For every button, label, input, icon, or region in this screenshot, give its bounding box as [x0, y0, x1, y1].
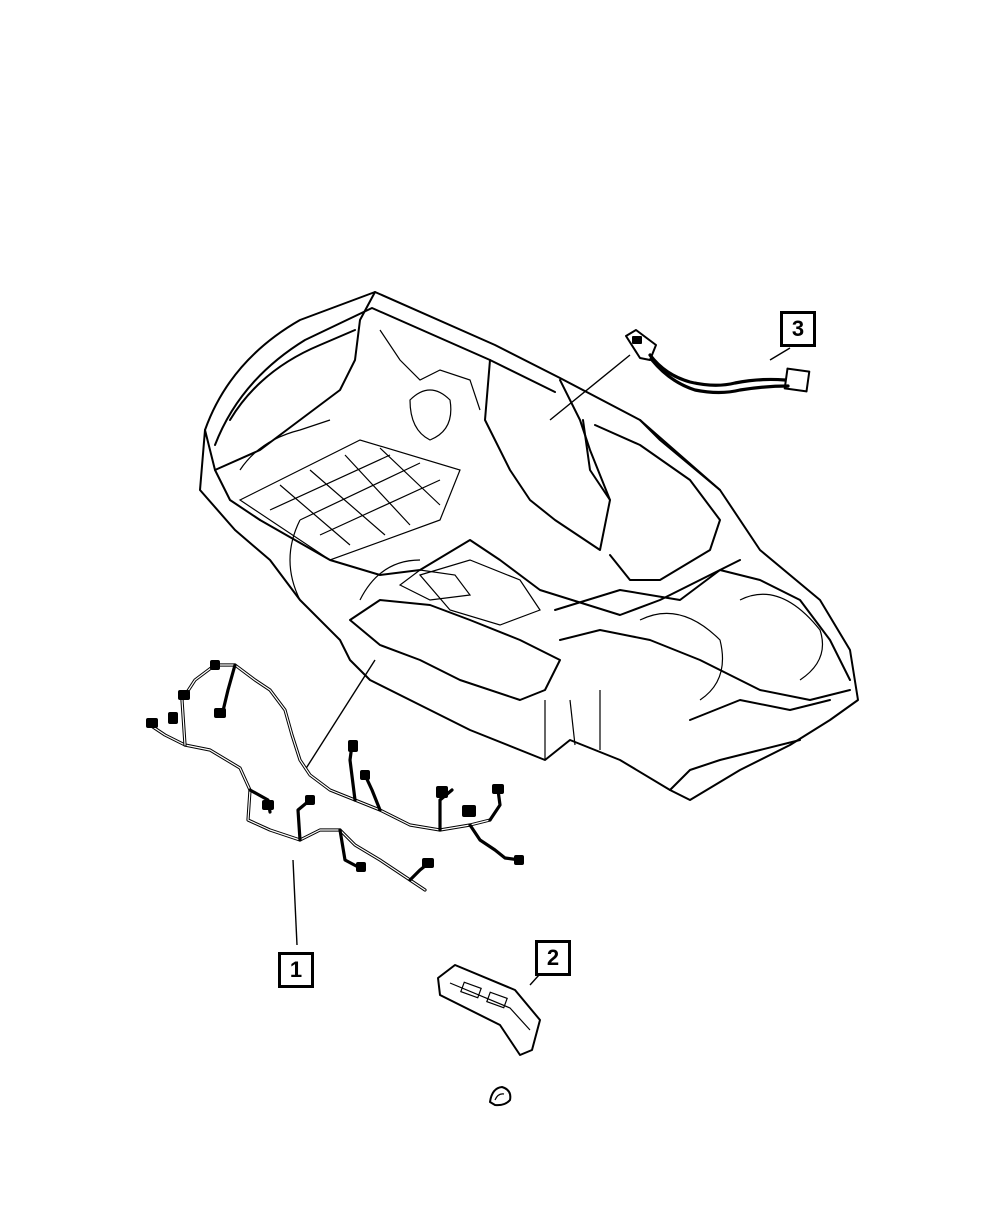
callout-3: 3	[780, 311, 816, 347]
vehicle-body-icon	[199, 291, 859, 801]
callout-2-label: 2	[546, 945, 560, 970]
leader-line-3-body	[549, 354, 631, 421]
wiring-jumper-icon	[625, 329, 811, 395]
leader-line-3	[769, 347, 791, 361]
callout-3-label: 3	[791, 316, 805, 341]
leader-line-1	[292, 859, 298, 946]
callout-1: 1	[278, 952, 314, 988]
grommet-icon	[489, 1086, 512, 1107]
callout-2: 2	[535, 940, 571, 976]
harness-cover-trim-icon	[437, 964, 541, 1056]
wiring-harness-icon	[146, 660, 524, 892]
callout-1-label: 1	[289, 957, 303, 982]
leader-line-1-body	[304, 659, 376, 771]
